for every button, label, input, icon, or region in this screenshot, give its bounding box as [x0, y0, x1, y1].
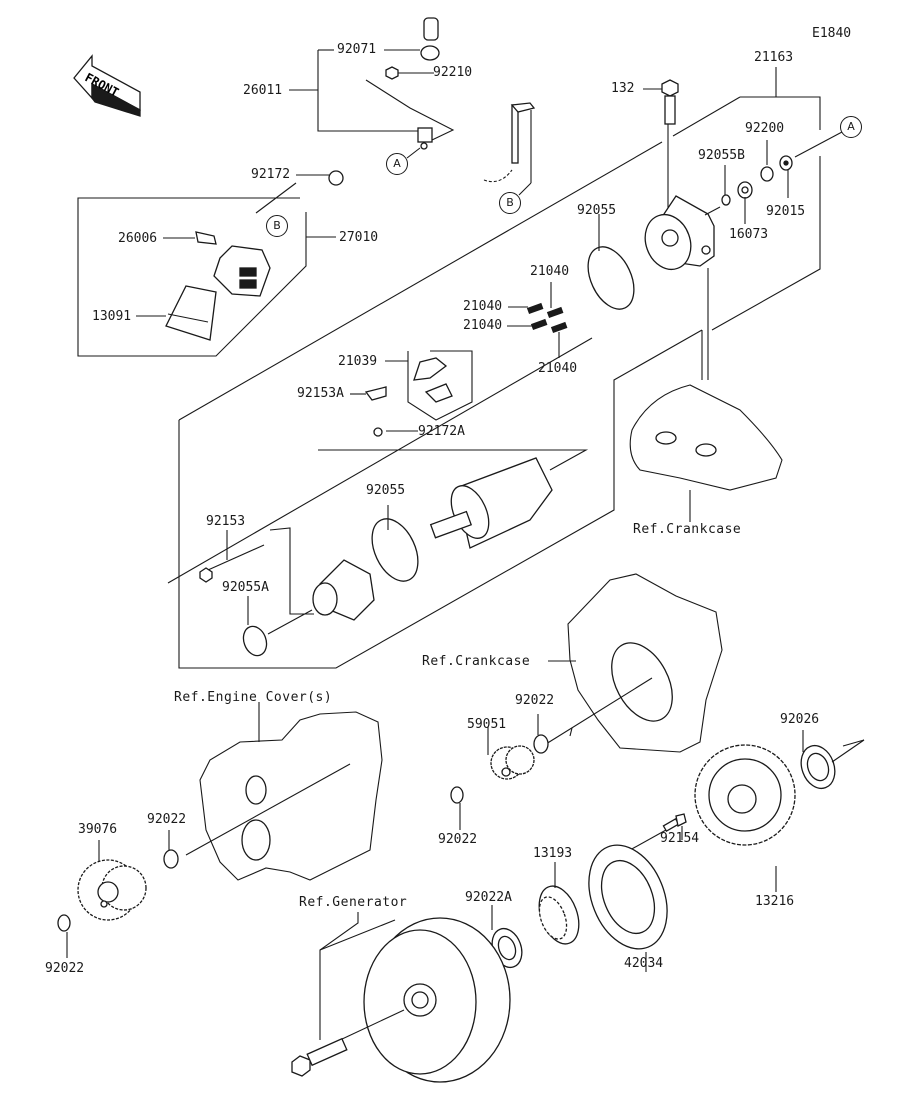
- part-label-92153A[interactable]: 92153A: [297, 386, 344, 401]
- starter-cable: [365, 17, 536, 196]
- part-label-92172A[interactable]: 92172A: [418, 424, 465, 439]
- part-label-92022A[interactable]: 92022A: [465, 890, 512, 905]
- part-label-92022[interactable]: 92022: [147, 812, 187, 827]
- part-label-92015[interactable]: 92015: [766, 204, 806, 219]
- bracket-26011: [289, 49, 420, 132]
- part-label-39076[interactable]: 39076: [78, 822, 118, 837]
- part-label-92055-mid[interactable]: 92055: [366, 483, 406, 498]
- callout-a[interactable]: A: [840, 116, 862, 138]
- part-label-21039[interactable]: 21039: [338, 354, 378, 369]
- ref-label-generator[interactable]: Ref.Generator: [299, 895, 408, 910]
- one-way-clutch-13193: [538, 862, 580, 945]
- engine-cover-ref: [185, 702, 383, 881]
- part-label-59051[interactable]: 59051: [467, 717, 507, 732]
- part-label-92055-top[interactable]: 92055: [577, 203, 617, 218]
- part-label-26006[interactable]: 26006: [118, 231, 158, 246]
- part-label-21040[interactable]: 21040: [538, 361, 578, 376]
- callout-b[interactable]: B: [266, 215, 288, 237]
- gear-59051: [450, 714, 549, 830]
- part-label-92026[interactable]: 92026: [780, 712, 820, 727]
- plate-42034: [588, 844, 668, 972]
- crankcase-lower-ref: [545, 573, 723, 753]
- part-label-13193[interactable]: 13193: [533, 846, 573, 861]
- ref-label-crankcase-upper[interactable]: Ref.Crankcase: [633, 522, 742, 537]
- part-label-21163[interactable]: 21163: [754, 50, 794, 65]
- diagram-code: E1840: [812, 26, 852, 41]
- callout-a[interactable]: A: [386, 153, 408, 175]
- part-label-92055B[interactable]: 92055B: [698, 148, 745, 163]
- part-label-13091[interactable]: 13091: [92, 309, 132, 324]
- brush-holder-21039: [350, 350, 473, 437]
- part-label-21040[interactable]: 21040: [463, 299, 503, 314]
- part-label-92154[interactable]: 92154: [660, 831, 700, 846]
- crankcase-upper-ref: [629, 384, 783, 522]
- part-label-92022[interactable]: 92022: [45, 961, 85, 976]
- starter-end-cover: [644, 195, 721, 380]
- starter-clutch-gear-13216: [694, 730, 865, 892]
- starter-front-cover: [199, 527, 375, 657]
- part-label-42034[interactable]: 42034: [624, 956, 664, 971]
- relay-box-27010: [77, 170, 344, 357]
- gear-39076: [57, 830, 179, 958]
- part-label-21040[interactable]: 21040: [530, 264, 570, 279]
- part-label-92022[interactable]: 92022: [515, 693, 555, 708]
- part-label-13216[interactable]: 13216: [755, 894, 795, 909]
- part-label-16073[interactable]: 16073: [729, 227, 769, 242]
- brushes-21040: [507, 282, 568, 358]
- part-label-92172[interactable]: 92172: [251, 167, 291, 182]
- ref-label-crankcase-lower[interactable]: Ref.Crankcase: [422, 654, 531, 669]
- generator-rotor-ref: [291, 912, 511, 1083]
- part-label-21040[interactable]: 21040: [463, 318, 503, 333]
- part-label-92200[interactable]: 92200: [745, 121, 785, 136]
- part-label-92055A[interactable]: 92055A: [222, 580, 269, 595]
- part-label-92022[interactable]: 92022: [438, 832, 478, 847]
- bolt-132: [643, 79, 679, 218]
- front-arrow-icon: FRONT: [73, 54, 141, 117]
- part-label-92153[interactable]: 92153: [206, 514, 246, 529]
- assembly-outline-21163: [167, 67, 821, 669]
- part-label-26011[interactable]: 26011: [243, 83, 283, 98]
- bolt-92154: [629, 813, 687, 851]
- o-ring-92055-top: [587, 214, 635, 310]
- part-label-27010[interactable]: 27010: [339, 230, 379, 245]
- part-label-92071[interactable]: 92071: [337, 42, 377, 57]
- starter-motor-yoke: [318, 449, 589, 582]
- washers-upper-right: [721, 131, 843, 224]
- part-label-132[interactable]: 132: [611, 81, 635, 96]
- callout-b[interactable]: B: [499, 192, 521, 214]
- ref-label-engine-cover[interactable]: Ref.Engine Cover(s): [174, 690, 333, 705]
- part-label-92210[interactable]: 92210: [433, 65, 473, 80]
